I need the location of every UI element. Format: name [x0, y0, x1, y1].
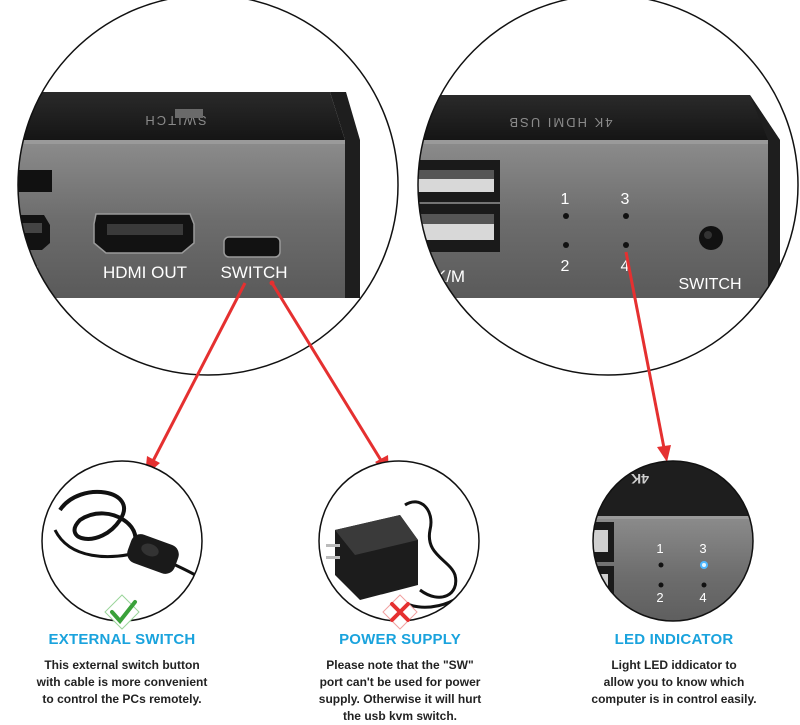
led-4-icon	[623, 242, 629, 248]
led-label-4: 4	[621, 258, 630, 275]
desc-line: This external switch button	[44, 658, 200, 672]
left-device-closeup: SWITCH 4 HDMI OUT SWITCH	[18, 0, 398, 375]
cross-icon	[382, 594, 418, 630]
port-label-hdmi-out: HDMI OUT	[103, 263, 187, 282]
desc-line: port can't be used for power	[319, 675, 481, 689]
feature-desc-power-supply: Please note that the "SW" port can't be …	[295, 657, 505, 725]
desc-line: supply. Otherwise it will hurt	[318, 692, 482, 706]
right-magnifier-ring	[417, 0, 799, 376]
desc-line: computer is in control easily.	[591, 692, 757, 706]
desc-line: Please note that the "SW"	[326, 658, 474, 672]
arrows	[145, 251, 671, 476]
desc-line: the usb kvm switch.	[342, 709, 458, 723]
port-slot	[18, 170, 52, 192]
desc-line: Light LED iddicator to	[611, 658, 737, 672]
feature-desc-external-switch: This external switch button with cable i…	[22, 657, 222, 708]
power-supply-photo	[319, 461, 479, 621]
led-label-1: 1	[561, 191, 570, 208]
led-3-icon	[623, 213, 629, 219]
feature-title-power-supply: POWER SUPPLY	[339, 631, 461, 648]
desc-line: to control the PCs remotely.	[42, 692, 202, 706]
switch-port-icon	[223, 236, 281, 258]
closeup-led-label-1: 1	[656, 541, 663, 556]
logo-badge	[175, 109, 203, 118]
check-icon	[104, 594, 140, 630]
desc-line: with cable is more convenient	[36, 675, 208, 689]
led-label-2: 2	[561, 258, 570, 275]
led-closeup-corner-text: 4K	[631, 471, 649, 487]
right-device-closeup: 4K HDMI USB K/M 1 2 3 4 SWITCH	[418, 0, 798, 375]
right-switch-label: SWITCH	[678, 276, 741, 293]
switch-button-icon	[699, 226, 723, 250]
closeup-led-label-4: 4	[699, 590, 706, 605]
right-device-top-text: 4K HDMI USB	[507, 115, 612, 130]
led-1-icon	[563, 213, 569, 219]
led-2-icon	[563, 242, 569, 248]
closeup-led-label-3: 3	[699, 541, 706, 556]
closeup-led-label-2: 2	[656, 590, 663, 605]
left-magnifier-ring	[17, 0, 399, 376]
feature-title-led-indicator: LED INDICATOR	[614, 631, 734, 648]
desc-line: allow you to know which	[603, 675, 745, 689]
port-label-switch: SWITCH	[220, 263, 287, 282]
led-label-3: 3	[621, 191, 630, 208]
feature-title-external-switch: EXTERNAL SWITCH	[48, 631, 196, 648]
feature-desc-led-indicator: Light LED iddicator to allow you to know…	[569, 657, 779, 708]
km-label: K/M	[435, 267, 465, 286]
